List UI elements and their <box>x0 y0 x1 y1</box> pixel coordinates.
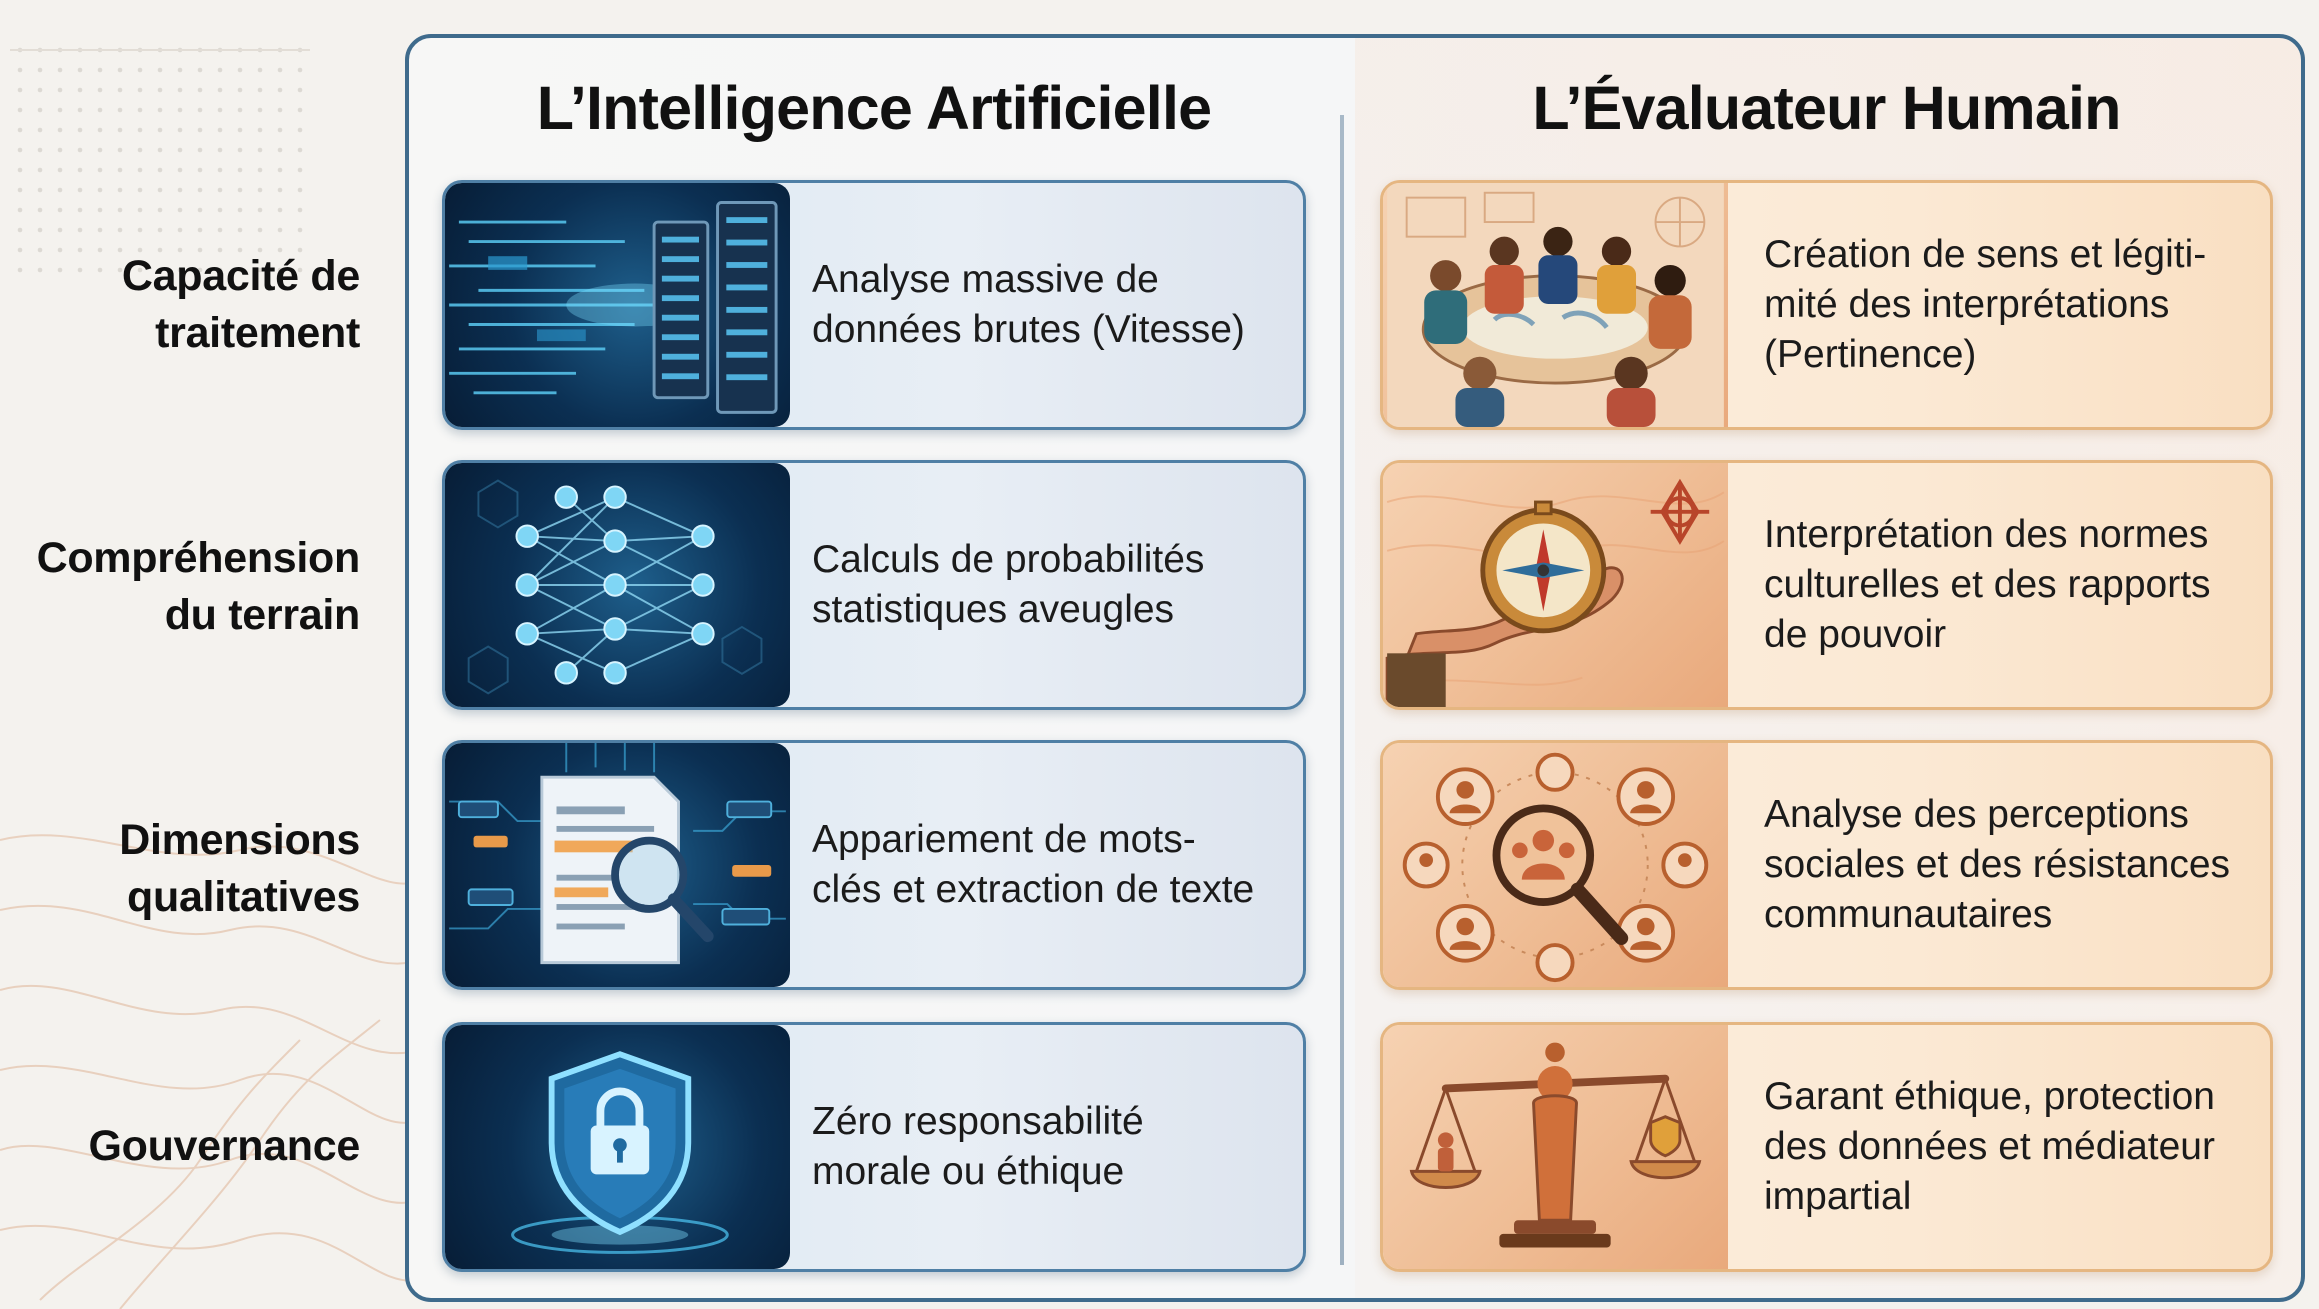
row-label-line: du terrain <box>164 591 361 639</box>
row-label-line: qualitatives <box>127 873 360 921</box>
background-dot-pattern <box>10 40 310 280</box>
community-magnifier-icon <box>1383 743 1728 987</box>
ai-card-text: Zéro responsabilité morale ou éthique <box>812 1100 1144 1193</box>
row-label-line: traitement <box>155 309 360 357</box>
background-contour-lines <box>0 834 420 1309</box>
ai-card-comprehension: Calculs de probabilités statistiques ave… <box>442 460 1306 710</box>
ai-card-text: Calculs de probabilités statistiques ave… <box>812 538 1205 631</box>
ai-column-title: L’Intelligence Artificielle <box>536 74 1212 142</box>
human-card-text: Analyse des perceptions sociales et des … <box>1764 793 2231 936</box>
ai-card-capacite: Analyse massive de données brutes (Vites… <box>442 180 1306 430</box>
row-label-line: Compréhension <box>36 534 361 582</box>
ai-card-text: Analyse massive de données brutes (Vites… <box>812 258 1245 351</box>
shield-lock-icon <box>445 1025 790 1269</box>
human-column-title: L’Évaluateur Humain <box>1532 74 2121 142</box>
human-card-capacite: Création de sens et légiti- mité des int… <box>1380 180 2273 430</box>
human-card-text: Création de sens et légiti- mité des int… <box>1764 233 2207 376</box>
ai-card-gouvernance: Zéro responsabilité morale ou éthique <box>442 1022 1306 1272</box>
ai-card-dimensions: Appariement de mots- clés et extraction … <box>442 740 1306 990</box>
row-label-line: Gouvernance <box>88 1122 360 1170</box>
row-label-gouvernance: Gouvernance <box>0 1118 360 1175</box>
row-label-line: Dimensions <box>119 816 360 864</box>
background-line-decoration <box>10 49 310 51</box>
human-card-text: Garant éthique, protection des données e… <box>1764 1075 2215 1218</box>
row-label-comprehension: Compréhension du terrain <box>0 530 361 644</box>
ai-card-text: Appariement de mots- clés et extraction … <box>812 818 1255 911</box>
human-card-comprehension: Interprétation des normes culturelles et… <box>1380 460 2273 710</box>
document-magnifier-icon <box>445 743 790 987</box>
column-divider <box>1340 115 1344 1265</box>
human-card-text: Interprétation des normes culturelles et… <box>1764 513 2211 656</box>
hand-compass-icon <box>1383 463 1728 707</box>
human-card-dimensions: Analyse des perceptions sociales et des … <box>1380 740 2273 990</box>
server-data-stream-icon <box>445 183 790 427</box>
row-label-capacite: Capacité de traitement <box>0 248 360 362</box>
meeting-table-map-icon <box>1383 183 1728 427</box>
scales-of-justice-icon <box>1383 1025 1728 1269</box>
row-label-dimensions: Dimensions qualitatives <box>0 812 360 926</box>
human-card-gouvernance: Garant éthique, protection des données e… <box>1380 1022 2273 1272</box>
neural-network-icon <box>445 463 790 707</box>
row-label-line: Capacité de <box>121 252 360 300</box>
